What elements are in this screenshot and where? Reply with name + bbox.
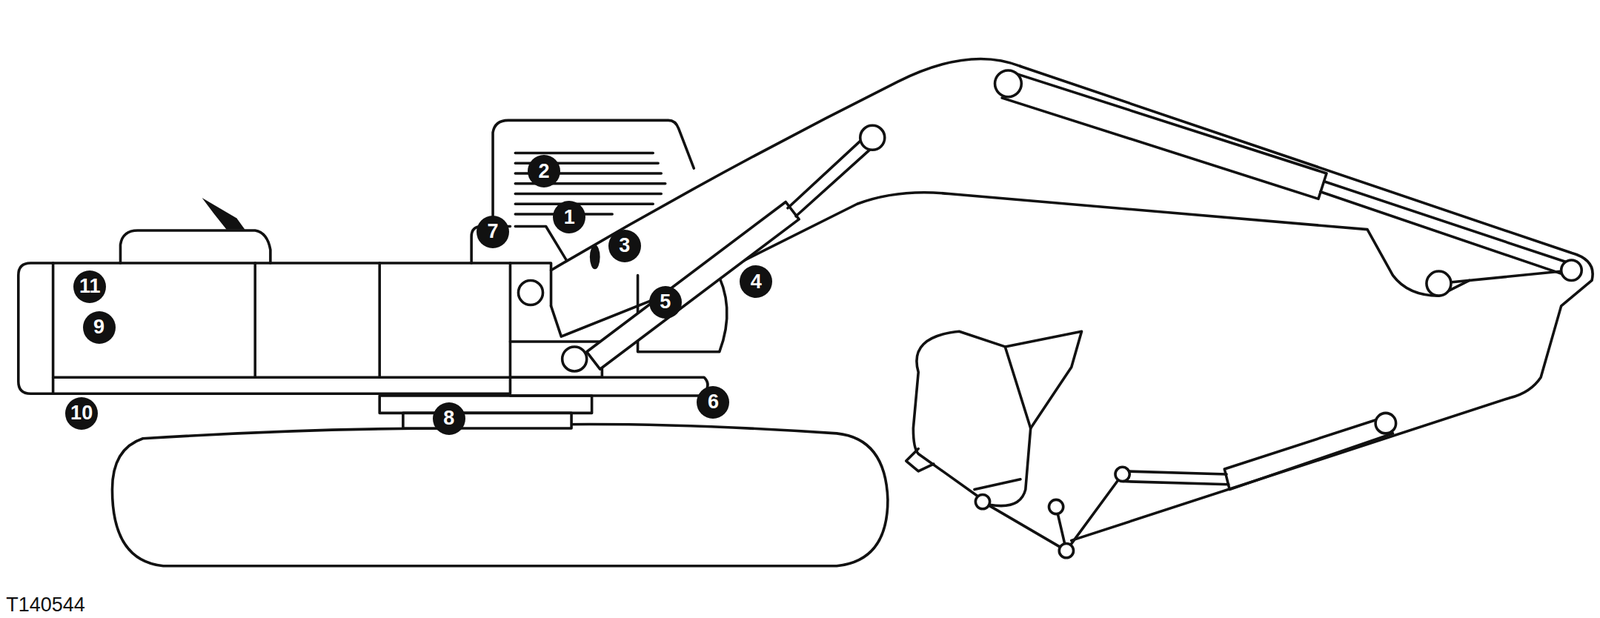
callout-number: 1 [552,200,586,234]
callout-number: 11 [73,270,106,304]
callout-number: 2 [527,154,561,188]
callout-number: 4 [739,265,773,298]
callout-number: 7 [476,215,510,249]
callout-number: 10 [65,397,98,430]
figure-code: T140544 [5,595,86,616]
callout-number: 9 [83,311,116,344]
callout-number: 3 [608,229,642,263]
callout-number: 8 [432,402,466,436]
callout-number: 5 [649,286,682,319]
callout-number: 6 [696,386,730,419]
